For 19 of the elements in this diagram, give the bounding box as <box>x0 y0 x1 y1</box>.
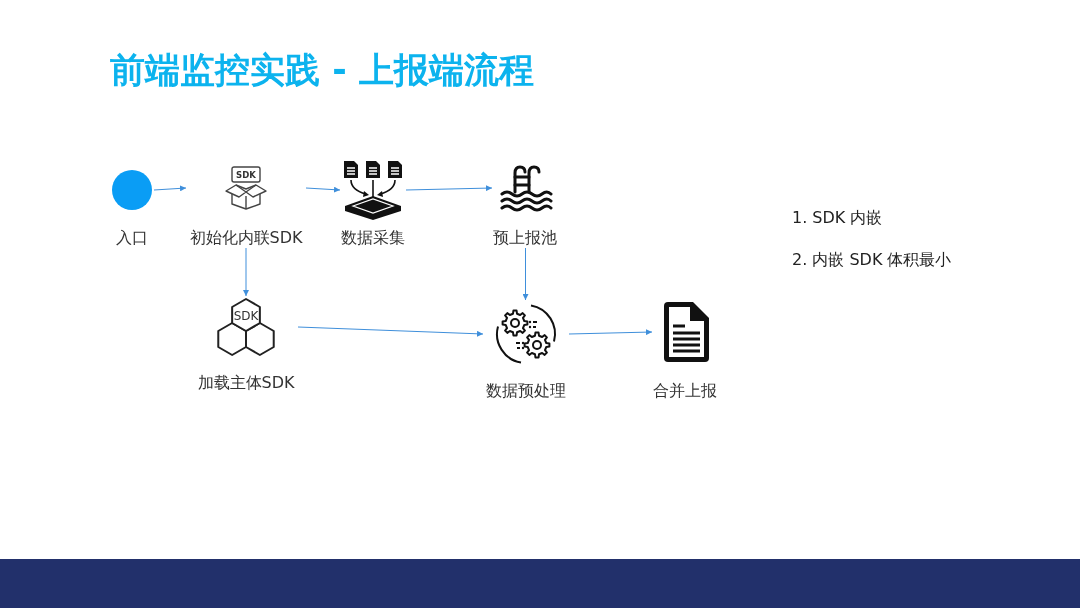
arrow <box>405 185 493 192</box>
arrow <box>305 186 341 193</box>
slide-title: 前端监控实践 - 上报端流程 <box>110 49 534 92</box>
arrow <box>153 185 187 192</box>
node-label: 入口 <box>116 228 148 248</box>
icon-label: SDK <box>233 310 259 322</box>
node-label: 加载主体SDK <box>197 373 295 393</box>
node-label: 合并上报 <box>653 381 717 401</box>
arrow <box>243 247 249 297</box>
arrow <box>568 329 653 336</box>
arrow <box>522 247 529 301</box>
arrow <box>297 326 484 337</box>
note-text: 1. SDK 内嵌 <box>792 208 883 228</box>
icon-label: SDK <box>236 170 256 179</box>
note-text: 2. 内嵌 SDK 体积最小 <box>792 250 952 270</box>
node-label: 数据采集 <box>341 228 405 248</box>
node-label: 数据预处理 <box>486 381 566 401</box>
node-label: 初始化内联SDK <box>189 228 303 248</box>
node-label: 预上报池 <box>493 228 557 248</box>
